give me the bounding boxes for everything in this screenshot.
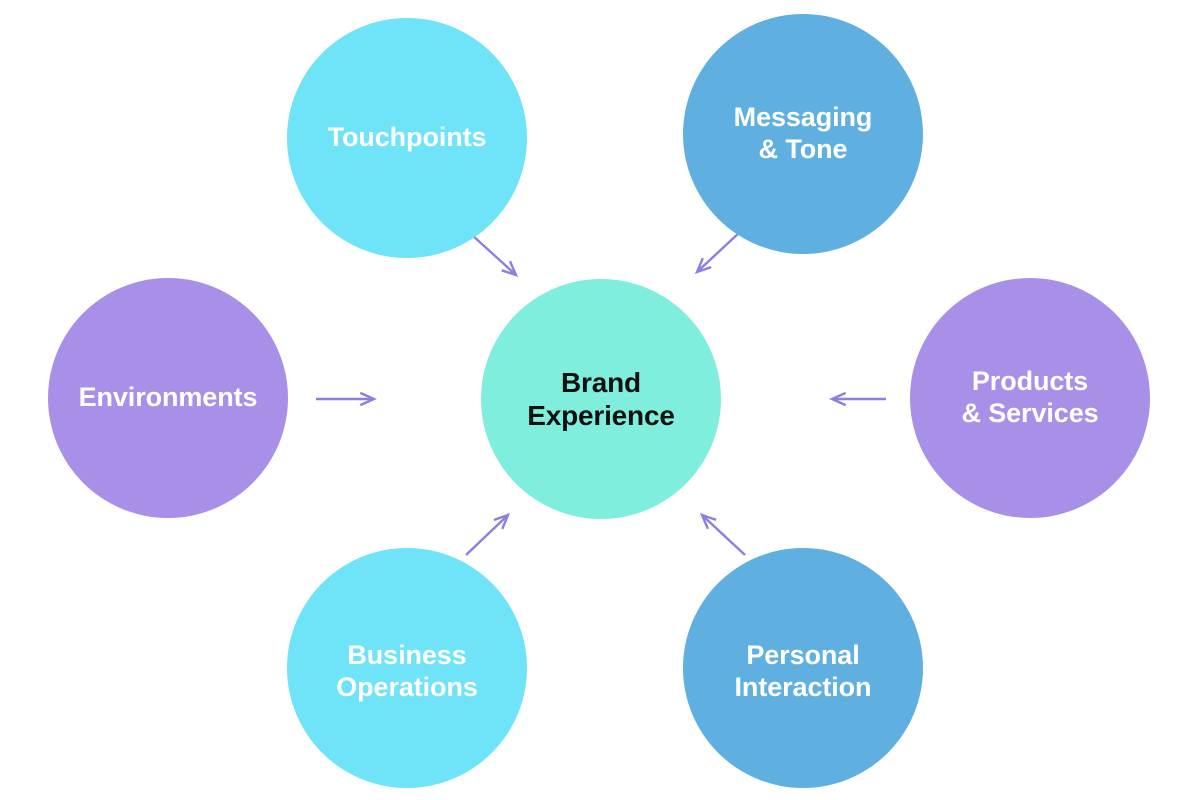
node-label-brand-experience: Brand Experience <box>527 366 675 431</box>
node-messaging-and-tone[interactable]: Messaging & Tone <box>683 14 923 254</box>
arrow-personal-interaction-to-center <box>699 512 746 556</box>
arrow-environments-to-center <box>316 391 377 407</box>
node-products-and-services[interactable]: Products & Services <box>910 278 1150 518</box>
node-touchpoints[interactable]: Touchpoints <box>287 18 527 258</box>
node-label-messaging-and-tone: Messaging & Tone <box>733 102 873 164</box>
node-brand-experience[interactable]: Brand Experience <box>481 279 721 519</box>
node-environments[interactable]: Environments <box>48 278 288 518</box>
arrow-business-ops-to-center <box>465 512 511 556</box>
node-label-personal-interaction: Personal Interaction <box>734 640 872 702</box>
arrow-touchpoints-to-center <box>471 234 519 277</box>
node-business-operations[interactable]: Business Operations <box>287 548 527 788</box>
arrow-messaging-to-center <box>694 231 741 275</box>
node-personal-interaction[interactable]: Personal Interaction <box>683 548 923 788</box>
arrow-products-to-center <box>829 391 886 407</box>
node-label-environments: Environments <box>78 382 258 413</box>
node-label-products-and-services: Products & Services <box>961 366 1099 428</box>
node-label-touchpoints: Touchpoints <box>327 122 487 153</box>
node-label-business-operations: Business Operations <box>336 640 478 702</box>
